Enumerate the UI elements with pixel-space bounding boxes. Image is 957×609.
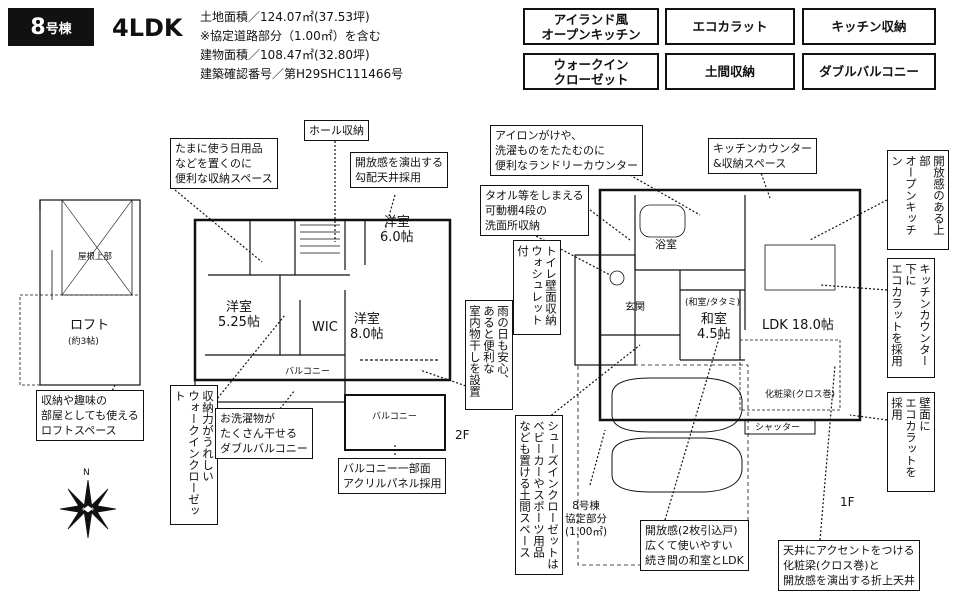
unit-suffix: 号棟 [45,21,72,37]
room-kesho-beam: 化粧梁(クロス巻) [765,390,836,400]
room-stockroom: (和室/タタミ) [685,298,741,308]
callout-private-road: 8号棟 協定部分 (1.00㎡) [565,500,608,538]
callout-hall-storage: ホール収納 [304,120,369,141]
callout-walk-in-closet: 収納力がうれしい ウォークインクローゼット [170,385,218,525]
layout-type: 4LDK [112,14,183,42]
unit-number: 8 [30,14,46,40]
feature-ecocarat: エコカラット [665,8,795,45]
room-shutter: シャッター [755,423,801,433]
callout-open-kitchen: 開放感のある上部 オープンキッチン [887,150,949,250]
callout-indoor-drying: 雨の日も安心、 あると便利な 室内物干しを設置 [465,300,513,410]
feature-island-kitchen: アイランド風 オープンキッチン [523,8,659,45]
room-balcony-2: バルコニー [372,412,417,422]
callout-ecocarat-kitchen: キッチンカウンター下に エコカラットを採用 [887,258,935,378]
spec-road-note: ※協定道路部分（1.00㎡）を含む [200,29,381,43]
callout-toilet-storage: トイレ壁面収納 ウォシュレット付 [513,240,561,335]
room-western-2: 洋室 6.0帖 [380,215,414,245]
room-loft-size: (約3帖) [68,337,99,347]
callout-laundry-counter: アイロンがけや、 洗濯ものをたたむのに 便利なランドリーカウンター [490,125,643,176]
room-western-3: 洋室 8.0帖 [350,312,384,342]
callout-kitchen-counter: キッチンカウンター &収納スペース [708,138,817,174]
spec-land-area: 土地面積／124.07㎡(37.53坪) [200,10,370,24]
room-bath: 浴室 [655,238,677,251]
callout-sloped-ceiling: 開放感を演出する 勾配天井採用 [350,152,448,188]
spec-building-area: 建物面積／108.47㎡(32.80坪) [200,48,370,62]
room-ldk: LDK 18.0帖 [762,318,834,333]
callout-ecocarat-wall: 壁面に エコカラットを採用 [887,392,935,492]
room-loft: ロフト [70,318,110,333]
spec-permit-number: 建築確認番号／第H29SHC111466号 [200,67,404,81]
room-wic: WIC [312,320,338,335]
compass-north-label: N [83,468,90,478]
callout-double-balcony: お洗濯物が たくさん干せる ダブルバルコニー [215,408,313,459]
feature-walk-in-closet: ウォークイン クローゼット [523,53,659,90]
feature-kitchen-storage: キッチン収納 [802,8,936,45]
feature-double-balcony: ダブルバルコニー [802,53,936,90]
floor-label-2f: 2F [455,428,470,442]
callout-shoes-closet: シューズインクローゼットは ベビーカーやスポーツ用品 なども置ける土間スペース [515,415,563,575]
callout-beam-ceiling: 天井にアクセントをつける 化粧梁(クロス巻)と 開放感を演出する折上天井 [778,540,920,591]
floor-label-1f: 1F [840,495,855,509]
callout-towel-storage: タオル等をしまえる 可動棚4段の 洗面所収納 [480,185,589,236]
callout-daily-storage: たまに使う日用品 などを置くのに 便利な収納スペース [170,138,278,189]
room-genkan: 玄関 [625,302,645,313]
room-loft-roof: 屋根上部 [78,252,113,262]
feature-doma-storage: 土間収納 [665,53,795,90]
callout-acrylic-panel: バルコニー一部面 アクリルパネル採用 [338,458,447,494]
callout-loft-space: 収納や趣味の 部屋としても使える ロフトスペース [36,390,144,441]
room-washitsu: 和室 4.5帖 [697,312,731,342]
callout-sliding-door: 開放感(2枚引込戸) 広くて使いやすい 続き間の和室とLDK [640,520,749,571]
room-western-1: 洋室 5.25帖 [218,300,260,330]
spec-list: 土地面積／124.07㎡(37.53坪) ※協定道路部分（1.00㎡）を含む 建… [200,8,403,84]
room-balcony-1: バルコニー [285,367,330,377]
